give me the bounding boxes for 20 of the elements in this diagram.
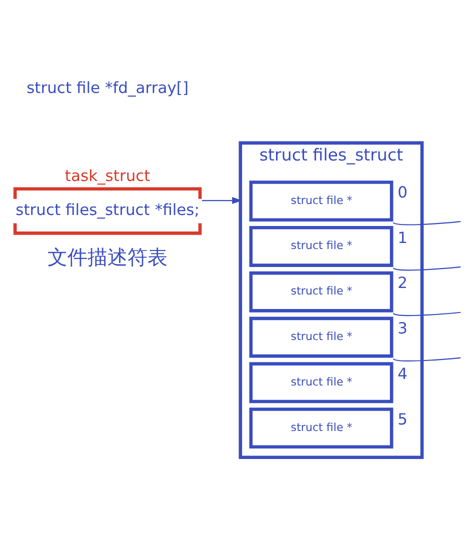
node-box: struct file * [248,408,393,449]
label: struct file *fd_array[] [26,78,188,97]
node-box: struct file * [248,316,393,358]
connector [392,266,460,271]
node-label: 4 [397,365,408,384]
node-label: 0 [397,183,408,202]
connector [392,357,460,362]
node-text: task_struct struct files_struct *files; [15,166,199,220]
node-box: struct file * [248,362,393,404]
node-box: struct file * [248,180,393,222]
node-label: 1 [397,228,408,247]
node-box: struct file * [248,271,393,312]
connector [392,312,460,316]
arrow [201,197,242,204]
node-label: 3 [397,320,408,338]
connector [392,221,460,226]
node-box: struct file * [248,226,393,267]
node-label: 5 [397,410,408,428]
caption: 文件描述符表 [47,246,168,270]
node-label: 2 [397,274,408,292]
